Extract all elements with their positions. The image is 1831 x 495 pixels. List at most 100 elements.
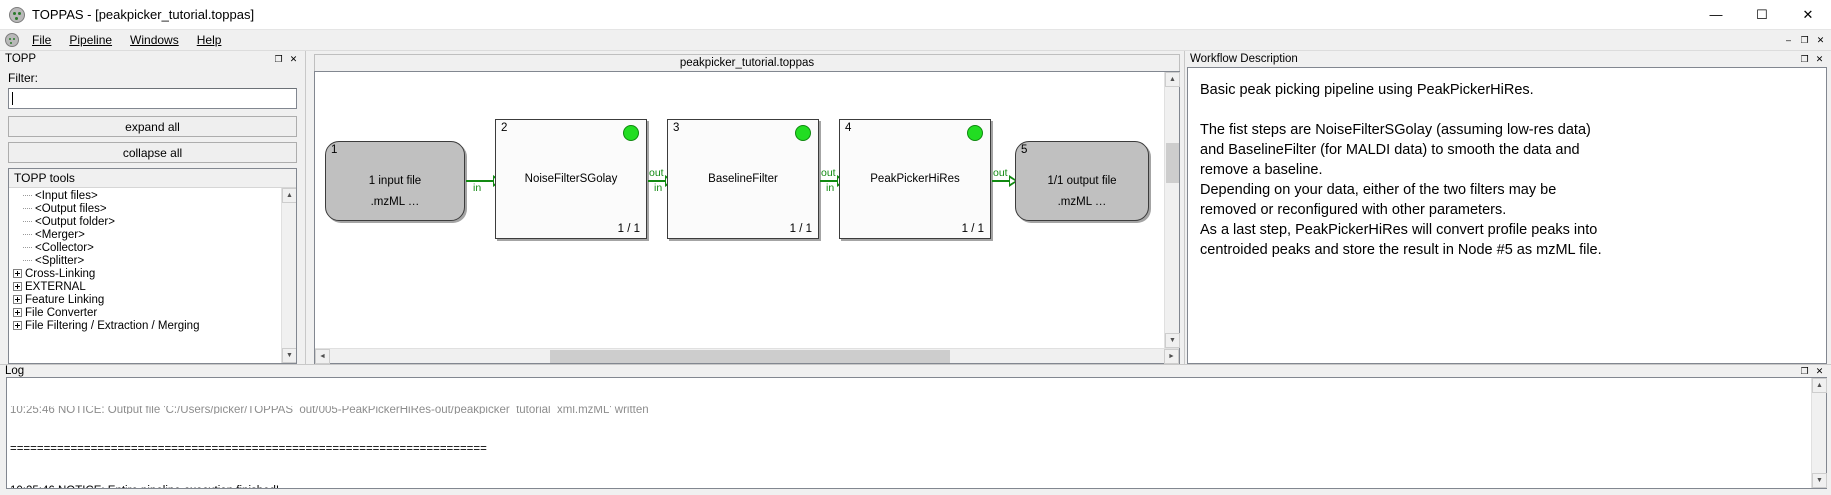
edge-2-3-in-label: in [654, 182, 663, 194]
topp-float-icon[interactable]: ❐ [274, 53, 283, 64]
scroll-down-icon[interactable]: ▼ [282, 348, 296, 363]
node-subtitle: .mzML … [370, 196, 420, 208]
tree-item-label: <Output files> [35, 202, 107, 215]
menu-item-windows[interactable]: Windows [121, 31, 188, 49]
tree-item-label: <Splitter> [35, 254, 85, 267]
log-text-area[interactable]: 10:25:46 NOTICE: Output file 'C:/Users/p… [6, 377, 1827, 489]
topp-tools-panel: TOPP ❐ ✕ Filter: expand all collapse all… [0, 51, 306, 364]
tree-item-label: <Collector> [35, 241, 94, 254]
status-led-green [795, 125, 811, 141]
log-close-icon[interactable]: ✕ [1815, 365, 1824, 376]
scrollbar-track[interactable] [282, 203, 296, 348]
expand-plus-icon[interactable] [13, 321, 22, 330]
tree-item-merger[interactable]: <Merger> [9, 228, 281, 241]
log-vertical-scrollbar[interactable]: ▲ ▼ [1811, 378, 1827, 488]
node-3-baselinefilter[interactable]: 3 BaselineFilter 1 / 1 [667, 119, 819, 239]
pipeline-tab-title[interactable]: peakpicker_tutorial.toppas [314, 54, 1180, 71]
tree-item-label: Feature Linking [25, 293, 105, 306]
tree-item-file-filtering[interactable]: File Filtering / Extraction / Merging [9, 319, 281, 332]
canvas-horizontal-scrollbar[interactable]: ◄ ► [315, 348, 1179, 364]
tree-item-list: <Input files> <Output files> <Output fol… [9, 188, 281, 363]
node-progress: 1 / 1 [789, 223, 812, 235]
description-float-icon[interactable]: ❐ [1800, 53, 1809, 64]
expand-plus-icon[interactable] [13, 308, 22, 317]
tree-vertical-scrollbar[interactable]: ▲ ▼ [281, 188, 296, 363]
scrollbar-track[interactable] [1812, 393, 1826, 473]
scrollbar-track[interactable] [1165, 87, 1179, 333]
tree-item-splitter[interactable]: <Splitter> [9, 254, 281, 267]
tree-item-collector[interactable]: <Collector> [9, 241, 281, 254]
tree-leaf-icon [23, 204, 32, 213]
log-line: 10:25:46 NOTICE: Entire pipeline executi… [10, 484, 1808, 488]
node-4-peakpickerhires[interactable]: 4 PeakPickerHiRes 1 / 1 [839, 119, 991, 239]
tree-item-cross-linking[interactable]: Cross-Linking [9, 267, 281, 280]
scroll-down-icon[interactable]: ▼ [1165, 333, 1180, 348]
maximize-icon[interactable]: ☐ [1756, 6, 1768, 22]
node-number: 4 [845, 122, 852, 134]
tree-item-feature-linking[interactable]: Feature Linking [9, 293, 281, 306]
tree-body: <Input files> <Output files> <Output fol… [9, 188, 296, 363]
menu-file-label: File [32, 33, 52, 47]
scroll-right-icon[interactable]: ► [1164, 349, 1179, 364]
expand-all-button[interactable]: expand all [8, 116, 297, 137]
tree-leaf-icon [23, 256, 32, 265]
scroll-down-icon[interactable]: ▼ [1812, 473, 1827, 488]
tree-item-label: <Input files> [35, 189, 98, 202]
expand-plus-icon[interactable] [13, 295, 22, 304]
canvas-row: 1 1 input file .mzML … in 2 NoiseFilt [315, 72, 1180, 348]
filter-input[interactable] [8, 88, 297, 109]
close-icon[interactable]: ✕ [1802, 6, 1814, 22]
node-5-output-file[interactable]: 5 1/1 output file .mzML … [1015, 141, 1149, 221]
edge-4-5-line [992, 180, 1018, 182]
menu-windows-label: Windows [130, 33, 179, 47]
node-title: NoiseFilterSGolay [524, 173, 618, 185]
tree-leaf-icon [23, 230, 32, 239]
edge-4-5-arrow-icon [1009, 175, 1018, 187]
tree-item-output-folder[interactable]: <Output folder> [9, 215, 281, 228]
tree-item-file-converter[interactable]: File Converter [9, 306, 281, 319]
topp-close-icon[interactable]: ✕ [289, 53, 298, 64]
tree-column-header: TOPP tools [9, 169, 296, 188]
menu-item-file[interactable]: File [23, 31, 60, 49]
topp-dock-titlebar: TOPP ❐ ✕ [0, 51, 305, 67]
tree-item-external[interactable]: EXTERNAL [9, 280, 281, 293]
mdi-restore-icon[interactable]: ❐ [1800, 34, 1809, 45]
tree-item-output-files[interactable]: <Output files> [9, 202, 281, 215]
menu-item-pipeline[interactable]: Pipeline [60, 31, 121, 49]
mdi-minimize-icon[interactable]: – [1785, 34, 1791, 45]
node-number: 5 [1021, 144, 1028, 156]
menu-item-help[interactable]: Help [188, 31, 231, 49]
description-paragraph-1: Basic peak picking pipeline using PeakPi… [1200, 82, 1534, 98]
scrollbar-track[interactable] [330, 349, 1164, 363]
scroll-up-icon[interactable]: ▲ [282, 188, 296, 203]
edge-1-2-line [466, 180, 494, 182]
node-title: PeakPickerHiRes [870, 173, 960, 185]
tree-item-input-files[interactable]: <Input files> [9, 189, 281, 202]
workflow-description-text[interactable]: Basic peak picking pipeline using PeakPi… [1187, 67, 1827, 364]
node-title: 1 input file [368, 175, 422, 187]
scrollbar-thumb[interactable] [550, 350, 950, 363]
expand-plus-icon[interactable] [13, 282, 22, 291]
pipeline-canvas-frame: 1 1 input file .mzML … in 2 NoiseFilt [314, 71, 1180, 364]
description-close-icon[interactable]: ✕ [1815, 53, 1824, 64]
canvas-vertical-scrollbar[interactable]: ▲ ▼ [1164, 72, 1180, 348]
mdi-close-icon[interactable]: ✕ [1816, 34, 1825, 45]
pipeline-canvas[interactable]: 1 1 input file .mzML … in 2 NoiseFilt [315, 72, 1164, 348]
scroll-up-icon[interactable]: ▲ [1812, 378, 1827, 393]
node-2-noisefiltersgolay[interactable]: 2 NoiseFilterSGolay 1 / 1 [495, 119, 647, 239]
node-1-input-file[interactable]: 1 1 input file .mzML … [325, 141, 465, 221]
mdi-window-controls: – ❐ ✕ [1781, 33, 1831, 47]
node-progress: 1 / 1 [617, 223, 640, 235]
toppas-menu-icon [5, 33, 19, 47]
scroll-left-icon[interactable]: ◄ [315, 349, 330, 364]
scroll-up-icon[interactable]: ▲ [1165, 72, 1180, 87]
log-float-icon[interactable]: ❐ [1800, 365, 1809, 376]
log-line: 10:25:46 NOTICE: Output file 'C:/Users/p… [10, 406, 649, 414]
description-paragraph-2: The fist steps are NoiseFilterSGolay (as… [1200, 122, 1602, 258]
scrollbar-thumb[interactable] [1166, 143, 1179, 183]
collapse-all-button[interactable]: collapse all [8, 142, 297, 163]
expand-plus-icon[interactable] [13, 269, 22, 278]
minimize-icon[interactable]: — [1709, 7, 1723, 22]
description-spacer [1200, 100, 1816, 120]
description-dock-title: Workflow Description [1190, 53, 1298, 65]
